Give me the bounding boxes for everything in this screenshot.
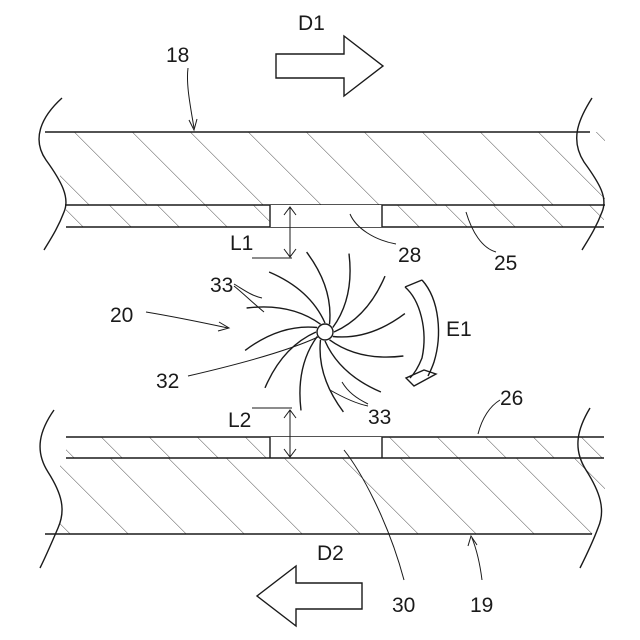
leader-18 (187, 68, 197, 130)
ref-26: 26 (500, 387, 523, 410)
blade-33 (333, 314, 405, 337)
ref-18: 18 (166, 44, 189, 67)
blade-33 (247, 307, 321, 324)
rotor-20 (245, 252, 405, 412)
lower-liner-26 (66, 437, 604, 458)
leader-33-lower (330, 382, 368, 406)
label-e1: E1 (446, 318, 472, 341)
blade-33 (320, 340, 343, 412)
blade-33 (300, 337, 317, 411)
ref-25: 25 (494, 252, 517, 275)
blade-33 (307, 252, 330, 324)
leader-20 (146, 312, 229, 331)
ref-20: 20 (110, 304, 133, 327)
leader-19 (468, 536, 482, 580)
blade-33 (269, 272, 325, 323)
blade-33 (330, 340, 404, 357)
rotation-arrow-e1-icon (405, 280, 438, 386)
ref-33-lower: 33 (368, 406, 391, 429)
ref-32: 32 (156, 370, 179, 393)
leader-26 (478, 400, 500, 434)
ref-30: 30 (392, 594, 415, 617)
blade-33 (325, 341, 381, 392)
label-d1: D1 (298, 12, 325, 35)
hub-32 (317, 324, 333, 340)
label-l2: L2 (228, 409, 251, 432)
ref-28: 28 (398, 244, 421, 267)
label-l1: L1 (230, 232, 253, 255)
arrow-d2-icon (257, 566, 362, 626)
ref-19: 19 (470, 594, 493, 617)
blade-33 (334, 276, 385, 332)
blade-33 (265, 332, 316, 388)
blade-33 (245, 327, 317, 350)
upper-liner-25 (66, 205, 604, 227)
ref-33-upper: 33 (210, 274, 233, 297)
arrow-d1-icon (276, 36, 383, 96)
label-d2: D2 (317, 542, 344, 565)
blade-33 (333, 254, 350, 328)
